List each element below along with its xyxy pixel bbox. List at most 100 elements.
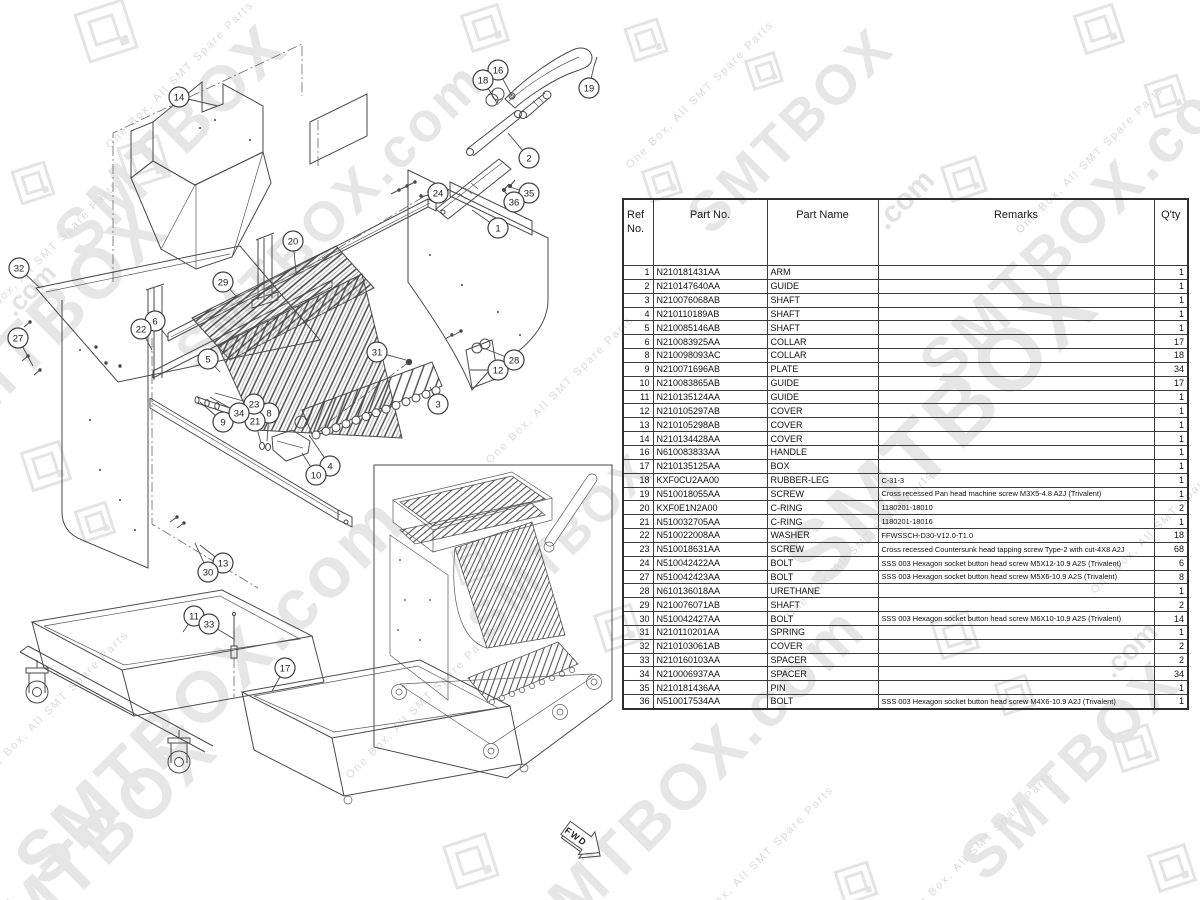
header-part-no: Part No. xyxy=(652,198,768,266)
cell-ref: 22 xyxy=(622,528,654,543)
cell-qty: 1 xyxy=(1153,389,1189,405)
cell-ref: 32 xyxy=(622,638,654,654)
balloon-number: 21 xyxy=(250,416,261,427)
cell-part_no: N510017534AA xyxy=(652,694,768,709)
cell-part_no: N210071696AB xyxy=(652,361,768,377)
balloon-number: 28 xyxy=(509,355,520,366)
cell-part_no: KXF0E1N2A00 xyxy=(652,500,768,516)
cell-qty: 1 xyxy=(1153,403,1189,419)
balloon-ref-18 xyxy=(472,69,494,91)
balloon-ref-5 xyxy=(197,348,219,370)
balloon-ref-10 xyxy=(305,464,327,486)
cell-qty: 1 xyxy=(1153,265,1189,280)
header-part-name: Part Name xyxy=(766,198,879,266)
cell-ref: 2 xyxy=(622,278,654,294)
balloon-ref-17 xyxy=(274,657,296,679)
side-plate-part xyxy=(407,169,549,391)
cell-part_no: N610136018AA xyxy=(652,583,768,599)
cell-qty: 2 xyxy=(1153,597,1189,613)
cell-ref: 23 xyxy=(622,541,654,557)
balloon-number: 4 xyxy=(327,461,332,472)
cell-part_no: N210181431AA xyxy=(652,265,768,280)
inset-casters xyxy=(391,674,602,759)
cell-part_no: N510032705AA xyxy=(652,514,768,530)
cell-ref: 17 xyxy=(622,458,654,474)
balloon-ref-20 xyxy=(282,230,304,252)
tray2-part xyxy=(240,659,529,805)
cell-qty: 1 xyxy=(1153,694,1189,709)
cell-qty: 1 xyxy=(1153,444,1189,460)
caster-base xyxy=(19,645,214,774)
cell-qty: 18 xyxy=(1153,348,1189,363)
cell-remarks: SSS 003 Hexagon socket button head screw… xyxy=(877,555,1155,571)
cell-ref: 34 xyxy=(622,666,654,682)
cell-ref: 18 xyxy=(622,472,654,488)
balloon-ref-19 xyxy=(578,77,600,99)
cell-part_name: RUBBER-LEG xyxy=(766,472,879,488)
balloon-ref-22 xyxy=(130,318,152,340)
balloon-ref-32 xyxy=(8,257,30,279)
balloon-number: 16 xyxy=(493,65,504,76)
cell-part_no: N210135124AA xyxy=(652,389,768,405)
cell-part_name: HANDLE xyxy=(766,444,879,460)
cell-qty: 2 xyxy=(1153,638,1189,654)
cell-part_name: BOLT xyxy=(766,611,879,626)
cell-qty: 1 xyxy=(1153,583,1189,599)
balloon-ref-29 xyxy=(212,271,234,293)
cell-part_name: COVER xyxy=(766,417,879,433)
balloon-number: 23 xyxy=(249,399,260,410)
cell-part_no: N210110201AA xyxy=(652,624,768,640)
balloon-number: 36 xyxy=(509,197,520,208)
balloon-ref-3 xyxy=(427,393,449,415)
cell-part_no: N210103061AB xyxy=(652,638,768,654)
cell-remarks: SSS 003 Hexagon socket button head screw… xyxy=(877,694,1155,709)
cell-ref: 30 xyxy=(622,611,654,626)
cell-ref: 21 xyxy=(622,514,654,530)
cell-part_name: GUIDE xyxy=(766,375,879,391)
cell-part_no: N510018055AA xyxy=(652,486,768,502)
pin-part xyxy=(230,612,238,659)
cell-ref: 13 xyxy=(622,417,654,433)
rear-panel-part xyxy=(309,93,431,198)
balloon-number: 9 xyxy=(220,417,225,428)
header-qty: Q'ty xyxy=(1153,198,1189,266)
cell-ref: 9 xyxy=(622,361,654,377)
cell-remarks xyxy=(877,666,1155,682)
cell-part_name: C-RING xyxy=(766,500,879,516)
lower-left-panel xyxy=(61,300,149,569)
cell-part_name: SPACER xyxy=(766,652,879,668)
cell-part_no: N210181436AA xyxy=(652,680,768,696)
cell-qty: 8 xyxy=(1153,569,1189,585)
cell-remarks xyxy=(877,334,1155,350)
balloon-number: 19 xyxy=(584,83,595,94)
cell-ref: 14 xyxy=(622,431,654,446)
conveyor-part xyxy=(294,361,443,440)
cell-part_no: N210083925AA xyxy=(652,334,768,350)
balloon-number: 27 xyxy=(13,333,24,344)
cell-part_name: SPACER xyxy=(766,666,879,682)
cell-part_no: N210135125AA xyxy=(652,458,768,474)
cell-ref: 8 xyxy=(622,348,654,363)
cell-part_no: N210098093AC xyxy=(652,348,768,363)
cell-part_name: BOX xyxy=(766,458,879,474)
cell-remarks xyxy=(877,348,1155,363)
cell-part_name: SHAFT xyxy=(766,597,879,613)
balloon-number: 6 xyxy=(152,316,157,327)
balloon-number: 1 xyxy=(495,223,500,234)
cell-qty: 1 xyxy=(1153,472,1189,488)
cell-ref: 10 xyxy=(622,375,654,391)
cell-remarks xyxy=(877,680,1155,696)
cell-ref: 3 xyxy=(622,292,654,308)
hopper-part xyxy=(130,80,272,270)
cell-qty: 17 xyxy=(1153,334,1189,350)
cell-remarks xyxy=(877,458,1155,474)
cell-ref: 33 xyxy=(622,652,654,668)
cell-part_name: SCREW xyxy=(766,486,879,502)
